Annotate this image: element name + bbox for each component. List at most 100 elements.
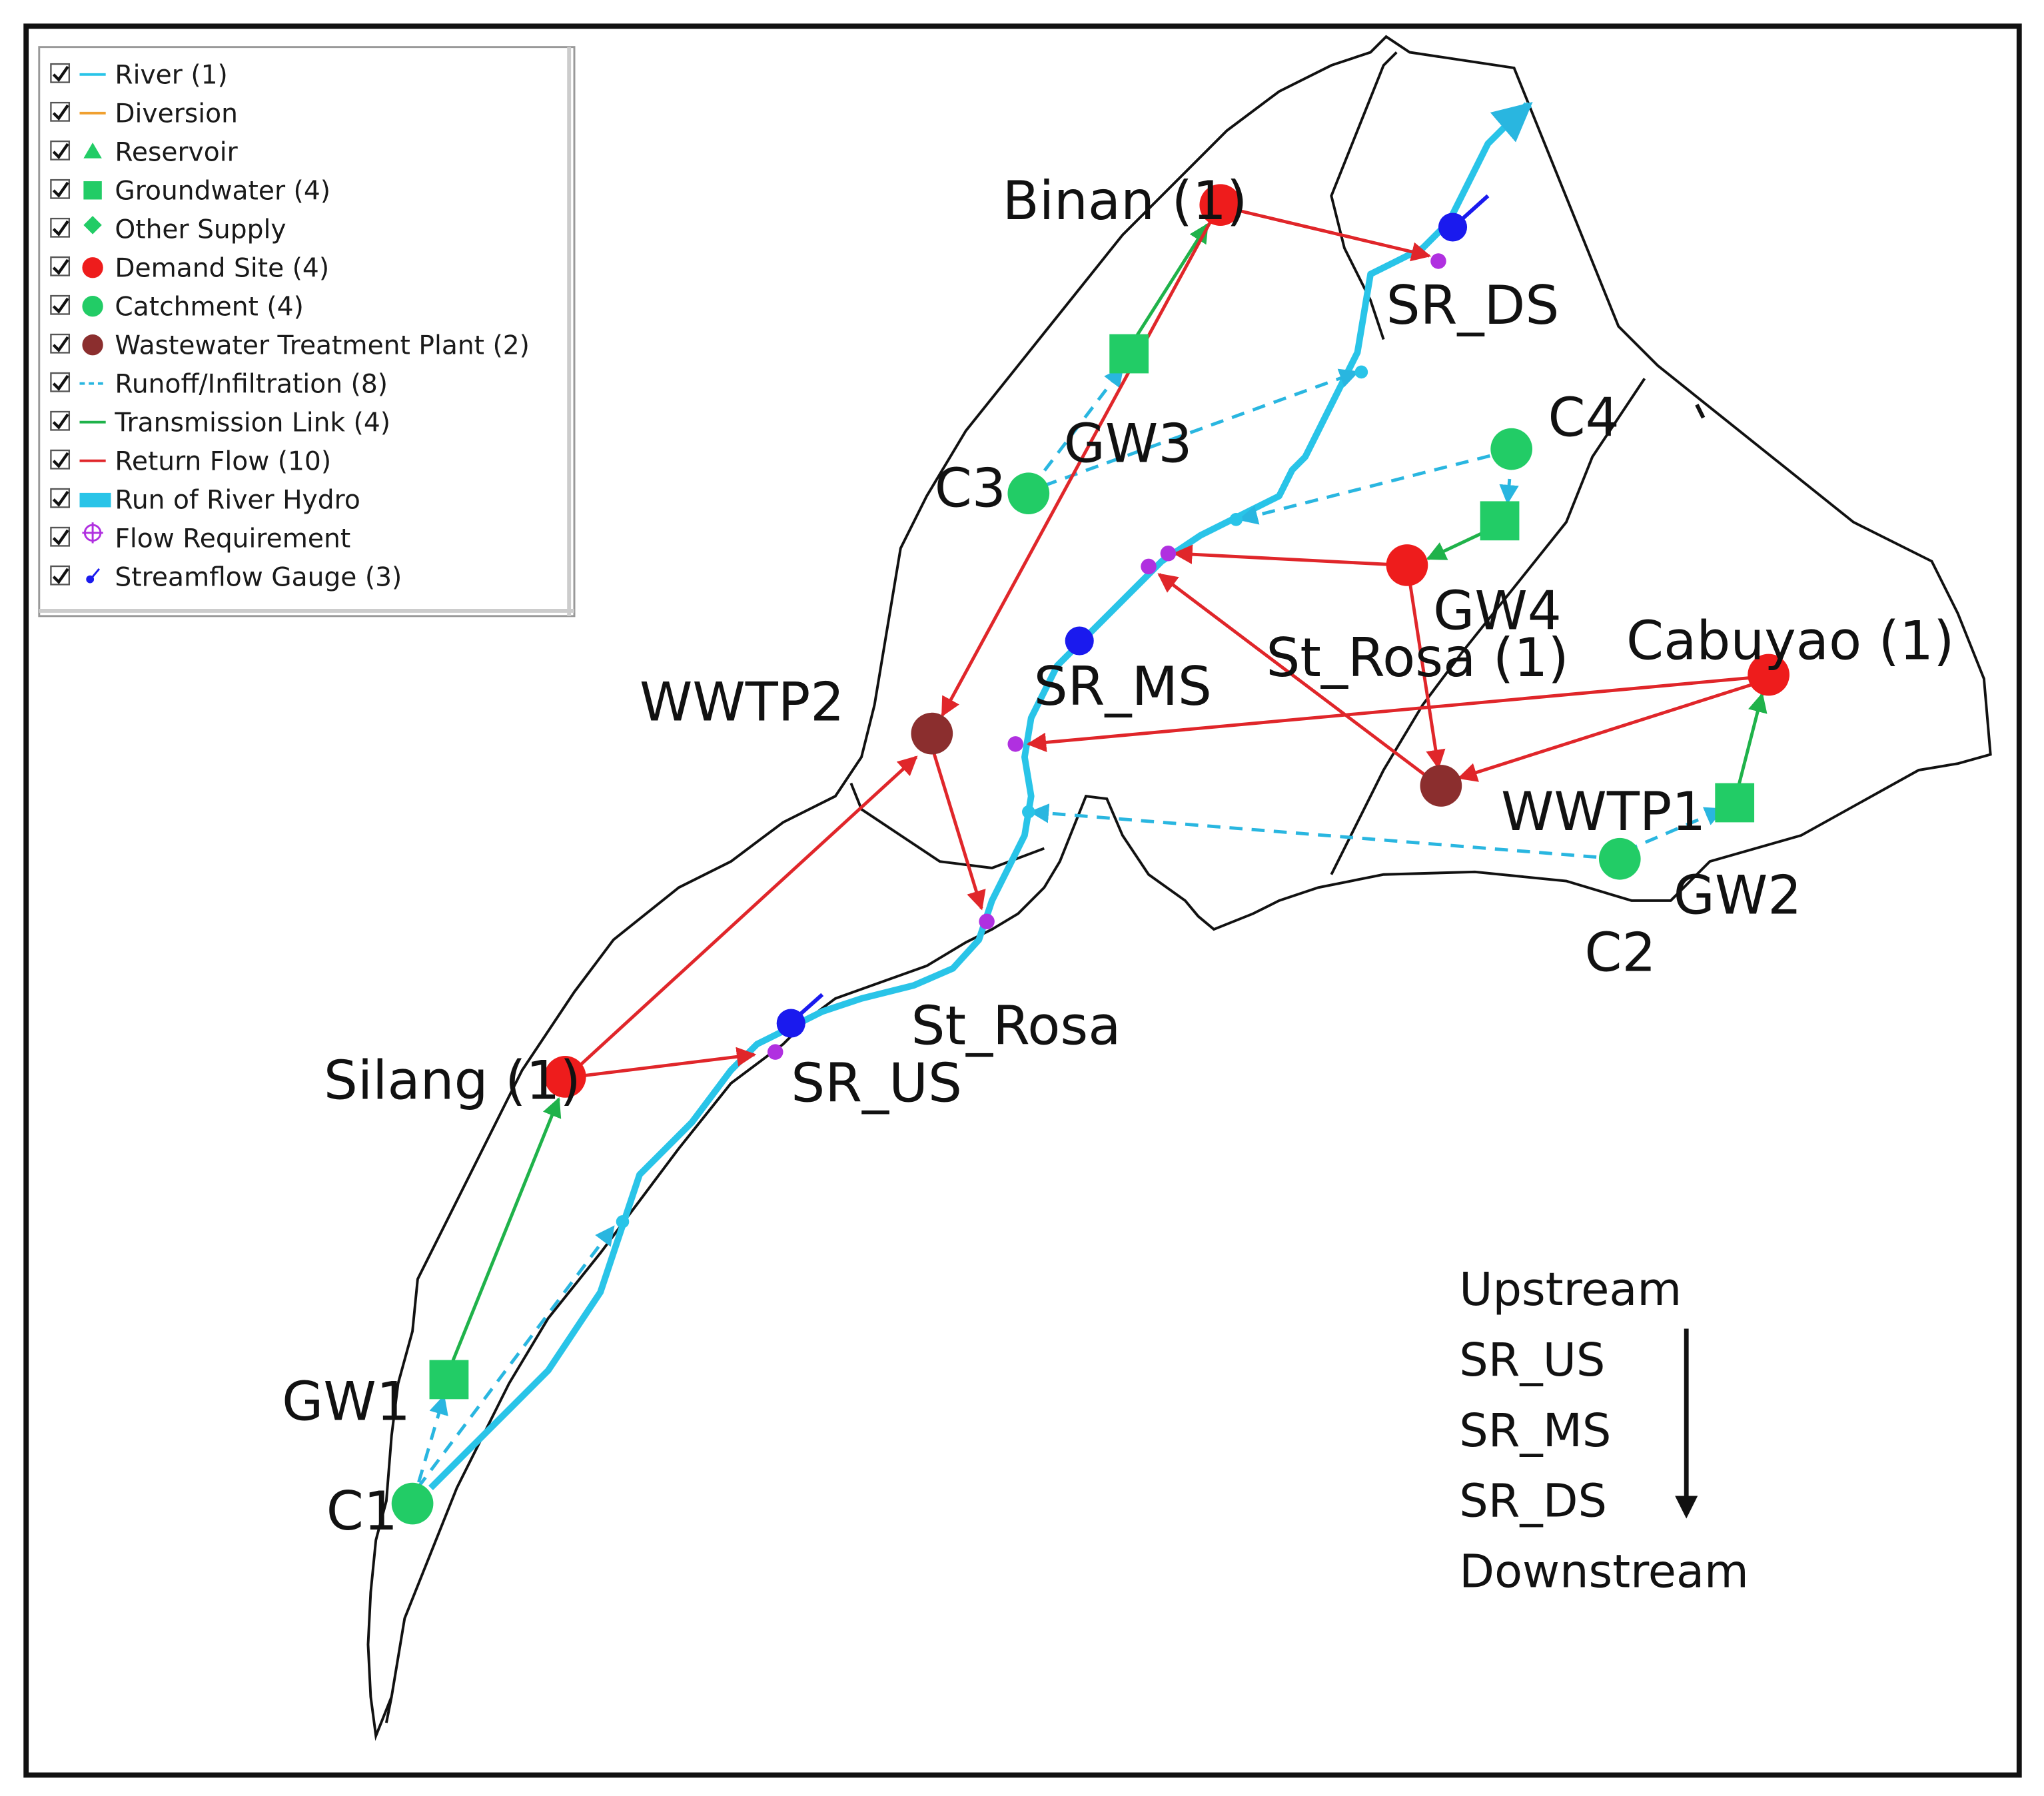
legend-item-catchment-dot[interactable]: Catchment (4) <box>50 292 304 322</box>
legend-item-label: Diversion <box>115 99 238 129</box>
checkmark-icon <box>52 104 69 121</box>
legend-item-demand-site-dot[interactable]: Demand Site (4) <box>50 253 329 283</box>
checkmark-icon <box>52 220 69 236</box>
gauge-dot-icon <box>86 568 101 584</box>
legend-item-label: Streamflow Gauge (3) <box>115 562 402 592</box>
catchment-c4 <box>1490 428 1533 470</box>
subcatchment-divide <box>384 1696 393 1723</box>
groundwater-gw3 <box>1109 334 1149 374</box>
streamflow-gauges <box>776 194 1490 1038</box>
checkmark-icon <box>52 258 69 275</box>
gauge-tick <box>1460 194 1490 221</box>
checkmark-icon <box>52 490 69 507</box>
label-binan: Binan (1) <box>1003 169 1248 232</box>
legend-item-label: Run of River Hydro <box>115 485 360 515</box>
wastewater-plants <box>911 712 1462 807</box>
hydro-bar-icon <box>79 492 111 508</box>
label-st-rosa: St_Rosa <box>911 994 1121 1057</box>
runoff-c4-river <box>1238 448 1512 525</box>
gauge-sr-ms <box>1065 626 1094 656</box>
legend-item-reservoir-triangle[interactable]: Reservoir <box>50 137 239 167</box>
label-sr-ds: SR_DS <box>1386 274 1560 336</box>
demand-site-strosa <box>1386 544 1428 586</box>
river-node <box>1229 513 1243 526</box>
flow-requirement-node <box>1160 546 1177 562</box>
legend-item-label: Other Supply <box>115 215 286 244</box>
checkmark-icon <box>52 297 69 314</box>
flow-requirement-node <box>1430 253 1446 269</box>
return-wwtp2-river <box>930 746 986 911</box>
reservoir-triangle-icon <box>83 143 102 159</box>
checkmark-icon <box>52 336 69 352</box>
legend-box <box>38 46 576 618</box>
return-cabuyao-river <box>1026 674 1769 753</box>
wwtp-dot-icon <box>82 334 103 356</box>
demand-site-binan <box>1199 184 1242 226</box>
legend-item-river-line[interactable]: River (1) <box>50 61 228 91</box>
label-wwtp1: WWTP1 <box>1501 780 1706 843</box>
return-flow-links <box>570 205 1769 1079</box>
legend-item-gauge-dot[interactable]: Streamflow Gauge (3) <box>50 562 402 592</box>
groundwater-nodes <box>429 334 1755 1400</box>
legend-item-wwtp-dot[interactable]: Wastewater Treatment Plant (2) <box>50 330 530 360</box>
legend-item-label: Flow Requirement <box>115 524 350 554</box>
wwtp1-node <box>1420 765 1462 807</box>
legend-item-hydro-bar[interactable]: Run of River Hydro <box>50 485 360 515</box>
runoff-links <box>410 366 1725 1504</box>
river-node <box>616 1215 630 1228</box>
return-silang-wwtp2 <box>570 755 918 1075</box>
legend-item-label: Runoff/Infiltration (8) <box>115 369 388 399</box>
checkmark-icon <box>52 529 69 546</box>
flow-requirement-node <box>1141 558 1157 575</box>
transmission-gw3-binan <box>1129 223 1209 347</box>
label-gw3: GW3 <box>1064 412 1193 475</box>
key-station-3: SR_DS <box>1459 1475 1607 1528</box>
other-supply-diamond-icon <box>83 216 102 234</box>
legend-item-flow-requirement-cross[interactable]: Flow Requirement <box>50 522 350 554</box>
wwtp2-node <box>911 712 953 755</box>
legend-item-label: Transmission Link (4) <box>114 408 390 438</box>
legend-item-return-flow-line[interactable]: Return Flow (10) <box>50 446 331 476</box>
legend-item-runoff-dashed-line[interactable]: Runoff/Infiltration (8) <box>50 369 388 399</box>
catchment-c3 <box>1007 472 1050 515</box>
checkmark-icon <box>52 568 69 584</box>
legend-item-groundwater-square[interactable]: Groundwater (4) <box>50 176 330 206</box>
legend-item-diversion-line[interactable]: Diversion <box>50 99 238 129</box>
checkmark-icon <box>52 452 69 468</box>
gauge-sr-us <box>776 1009 805 1038</box>
subcatchment-divide <box>1330 378 1646 875</box>
river-main-channel <box>428 102 1530 1490</box>
flow-requirements <box>767 253 1446 1060</box>
river-mouth-arrow <box>1490 102 1533 143</box>
key-upstream: Upstream <box>1459 1263 1682 1316</box>
label-gw2: GW2 <box>1674 864 1802 927</box>
demand-sites <box>544 184 1789 1098</box>
return-binan-srds <box>1220 205 1432 262</box>
legend-item-transmission-line[interactable]: Transmission Link (4) <box>50 408 390 438</box>
return-wwtp1-river <box>1157 573 1437 785</box>
key-downstream: Downstream <box>1459 1545 1748 1598</box>
groundwater-gw1 <box>429 1360 469 1400</box>
label-c3: C3 <box>935 456 1006 519</box>
subcatchment-divide <box>849 782 1045 869</box>
catchment-c2 <box>1598 837 1641 880</box>
demand-site-silang <box>544 1056 586 1098</box>
catchment-c1 <box>391 1482 434 1525</box>
return-strosa-wwtp1 <box>1408 580 1446 769</box>
groundwater-gw2 <box>1715 783 1755 823</box>
checkmark-icon <box>52 65 69 82</box>
checkmark-icon <box>52 413 69 430</box>
demand-site-dot-icon <box>82 257 103 278</box>
key-station-2: SR_MS <box>1459 1404 1611 1458</box>
groundwater-square-icon <box>83 181 102 200</box>
label-wwtp2: WWTP2 <box>640 671 844 733</box>
runoff-c2-river <box>1029 803 1619 861</box>
label-cabuyao: Cabuyao (1) <box>1626 609 1954 672</box>
legend-item-label: Groundwater (4) <box>115 176 330 206</box>
legend-item-other-supply-diamond[interactable]: Other Supply <box>50 215 286 244</box>
checkmark-icon <box>52 374 69 391</box>
runoff-c1-river <box>416 1225 615 1489</box>
